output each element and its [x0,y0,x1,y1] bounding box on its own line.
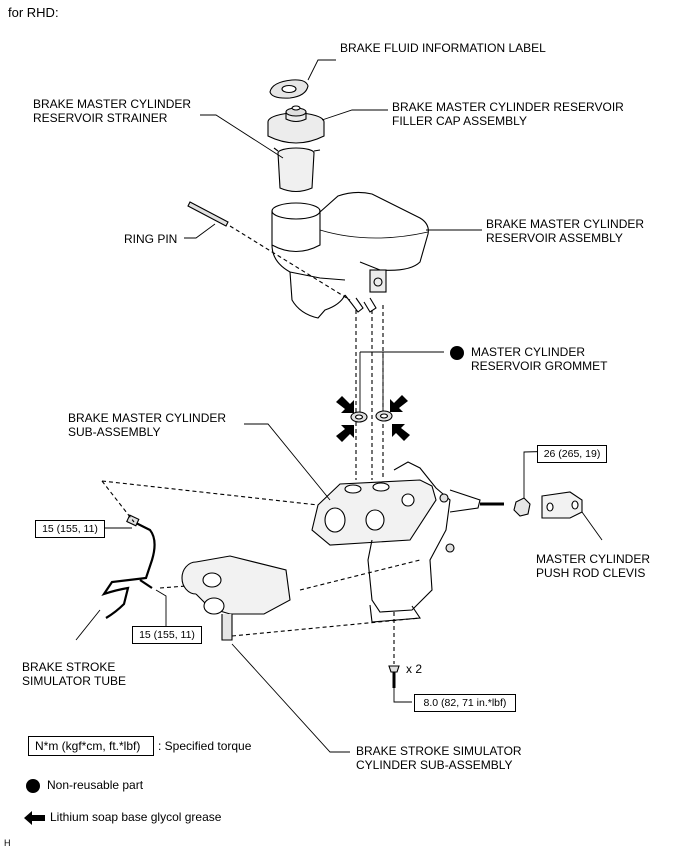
torque-nut-box: 26 (265, 19) [537,445,607,463]
sim-tube-text-1: BRAKE STROKE [22,660,116,674]
reservoir-assembly-part [271,191,429,319]
master-cylinder-part [311,461,504,623]
brake-fluid-label-part [269,79,309,99]
filler-cap-text-1: BRAKE MASTER CYLINDER RESERVOIR [392,100,624,114]
nut-clevis-part [513,491,583,519]
sim-tube-text-2: SIMULATOR TUBE [22,674,127,688]
brake-fluid-info-label-text: BRAKE FLUID INFORMATION LABEL [340,41,546,55]
filler-cap-part [267,105,325,144]
legend-torque-desc: : Specified torque [158,739,252,753]
reservoir-assembly-text-2: RESERVOIR ASSEMBLY [486,231,623,245]
clevis-text-2: PUSH ROD CLEVIS [536,566,646,580]
figure-code: H [4,838,11,848]
ring-pin-text: RING PIN [124,232,178,246]
reservoir-strainer-part [273,147,321,193]
master-cylinder-text-2: SUB-ASSEMBLY [68,425,161,439]
torque-tube-bottom-box: 15 (155, 11) [132,626,202,644]
grommet-text-1: MASTER CYLINDER [471,345,586,359]
grommet-part [350,410,393,423]
simulator-cylinder-part [181,555,291,641]
simulator-tube-part [101,514,156,619]
legend-nonreusable-text: Non-reusable part [47,778,144,792]
non-reusable-icon [450,346,464,360]
reservoir-assembly-text-1: BRAKE MASTER CYLINDER [486,217,645,231]
sim-cylinder-text-1: BRAKE STROKE SIMULATOR [356,744,522,758]
sim-cylinder-text-2: CYLINDER SUB-ASSEMBLY [356,758,513,772]
reservoir-strainer-text-1: BRAKE MASTER CYLINDER [33,97,192,111]
bolt-qty-text: x 2 [406,662,423,676]
clevis-text-1: MASTER CYLINDER [536,552,651,566]
ring-pin-part [187,201,229,227]
reservoir-strainer-text-2: RESERVOIR STRAINER [33,111,168,125]
bolt-part [388,612,400,688]
grommet-text-2: RESERVOIR GROMMET [471,359,608,373]
torque-tube-top-box: 15 (155, 11) [35,520,105,538]
legend-grease-text: Lithium soap base glycol grease [50,810,222,824]
leader-lines [75,59,605,753]
master-cylinder-text-1: BRAKE MASTER CYLINDER [68,411,227,425]
filler-cap-text-2: FILLER CAP ASSEMBLY [392,114,527,128]
legend-torque-box: N*m (kgf*cm, ft.*lbf) [28,736,154,756]
legend-nonreusable-icon [26,779,40,793]
legend-grease-arrow-icon [24,811,45,825]
grease-arrow-icons [336,395,410,442]
variant-heading: for RHD: [8,5,59,20]
torque-bolt-box: 8.0 (82, 71 in.*lbf) [414,694,516,712]
